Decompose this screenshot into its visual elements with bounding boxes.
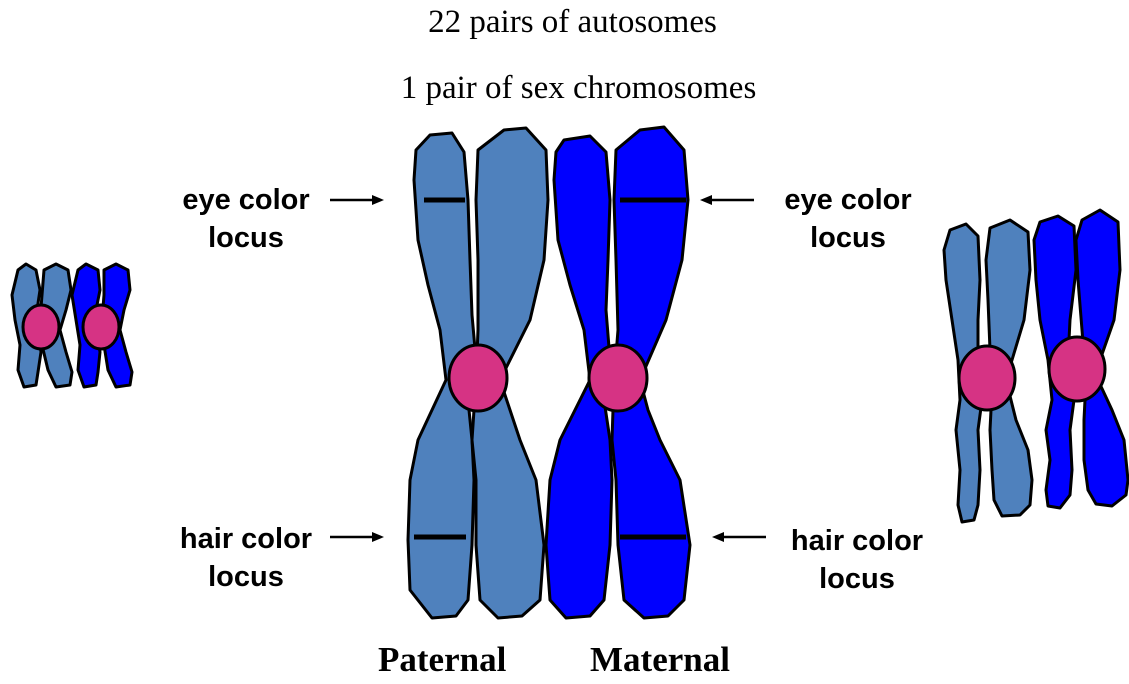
small-centromere-maternal xyxy=(83,305,119,349)
hair-arrowhead-left xyxy=(372,532,384,542)
eye-locus-label-right-line2: locus xyxy=(758,219,938,257)
small-chromosome-pair xyxy=(12,264,132,387)
right-chromosome-pair xyxy=(944,210,1128,522)
eye-locus-label-left-line2: locus xyxy=(166,219,326,257)
right-centromere-maternal xyxy=(1049,337,1105,401)
eye-locus-label-left-line1: eye color xyxy=(166,181,326,219)
eye-locus-label-right-line1: eye color xyxy=(758,181,938,219)
hair-arrowhead-right xyxy=(712,532,724,542)
large-chromosome-pair xyxy=(408,127,690,618)
right-centromere-paternal xyxy=(959,346,1015,410)
paternal-label: Paternal xyxy=(378,640,506,680)
eye-locus-label-right: eye color locus xyxy=(758,181,938,257)
maternal-label: Maternal xyxy=(590,640,730,680)
hair-locus-label-right-line1: hair color xyxy=(762,522,952,560)
eye-arrowhead-right xyxy=(700,195,712,205)
hair-locus-label-right: hair color locus xyxy=(762,522,952,598)
eye-locus-label-left: eye color locus xyxy=(166,181,326,257)
centromere-maternal xyxy=(589,345,647,411)
hair-locus-label-left: hair color locus xyxy=(160,520,332,596)
centromere-paternal xyxy=(449,345,507,411)
hair-locus-label-left-line1: hair color xyxy=(160,520,332,558)
small-centromere-paternal xyxy=(23,305,59,349)
eye-arrowhead-left xyxy=(372,195,384,205)
hair-locus-label-right-line2: locus xyxy=(762,560,952,598)
hair-locus-label-left-line2: locus xyxy=(160,558,332,596)
